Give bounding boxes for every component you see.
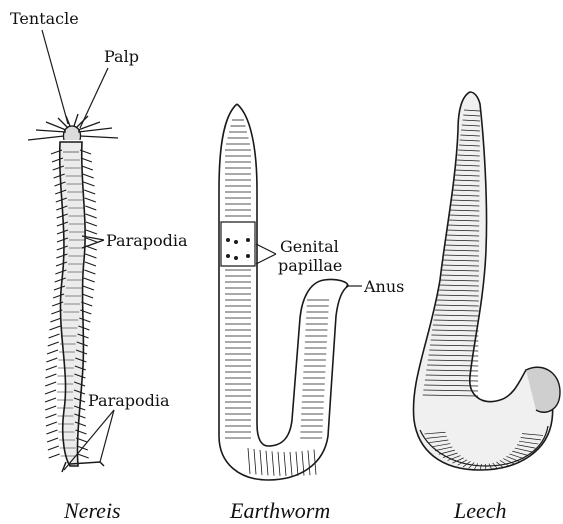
genital-leader-b (256, 254, 276, 264)
palp-leader (80, 68, 108, 128)
tentacle-leader (42, 30, 68, 124)
leech-drawing (413, 92, 560, 470)
label-parapodia-upper: Parapodia (106, 232, 188, 250)
caption-nereis: Nereis (64, 498, 121, 524)
label-tentacle: Tentacle (10, 10, 79, 28)
nereis-drawing (28, 114, 118, 472)
clitellum (221, 222, 255, 266)
nereis-head (28, 114, 118, 140)
earthworm-drawing (210, 102, 348, 480)
label-genital: Genital (280, 238, 339, 256)
label-palp: Palp (104, 48, 139, 66)
label-papillae: papillae (278, 257, 342, 275)
caption-leech: Leech (454, 498, 507, 524)
leech-body (413, 92, 552, 470)
label-anus: Anus (364, 278, 404, 296)
genital-leader-a (256, 244, 276, 254)
caption-earthworm: Earthworm (230, 498, 330, 524)
label-parapodia-lower: Parapodia (88, 392, 170, 410)
